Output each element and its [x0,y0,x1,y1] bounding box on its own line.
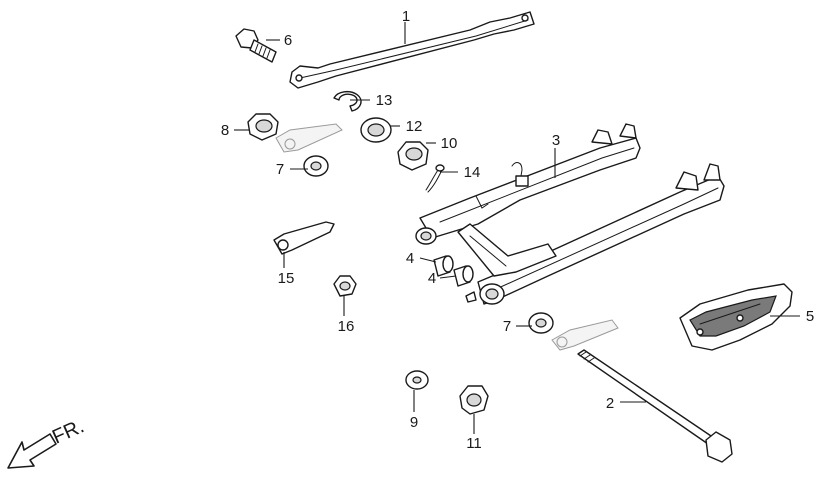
callout-7-lower: 7 [503,318,511,335]
part-14-cotter-pin [425,164,445,193]
callout-2: 2 [606,395,614,412]
callout-10: 10 [441,135,458,152]
part-8-nut [247,113,279,141]
part-3-swing-arm [415,123,725,305]
part-4-collar-lower [453,265,474,287]
ghost-link-plate-lower [551,319,619,351]
ghost-link-plate-upper [275,123,343,153]
part-1-brace [289,11,535,89]
callout-14: 14 [464,164,481,181]
part-12-bushing [360,117,392,143]
callout-4-lower: 4 [428,270,436,287]
part-16-flange-nut [333,275,357,297]
part-4-collar-upper [433,255,454,277]
callout-1: 1 [402,8,410,25]
callout-11: 11 [466,435,482,452]
front-direction-label: FR. [49,415,87,448]
part-15-link-plate [273,221,335,255]
callout-8: 8 [221,122,229,139]
part-11-nut [459,385,489,415]
part-9-washer [405,370,429,390]
front-direction-arrow-icon [7,433,57,469]
part-10-nut [397,141,429,171]
callout-4-upper: 4 [406,250,414,267]
part-6-bolt [235,28,277,63]
callout-12: 12 [406,118,423,135]
part-5-chain-guide [679,283,793,351]
callout-3: 3 [552,132,560,149]
part-7-washer-upper [303,155,329,177]
callout-15: 15 [278,270,295,287]
part-7-washer-lower [528,312,554,334]
part-2-axle-bolt [577,349,733,463]
callout-9: 9 [410,414,418,431]
part-13-snap-ring [333,90,362,112]
leader-lines [234,22,800,434]
callout-5: 5 [806,308,814,325]
callout-13: 13 [376,92,393,109]
callout-6: 6 [284,32,292,49]
callout-16: 16 [338,318,355,335]
callout-7-upper: 7 [276,161,284,178]
